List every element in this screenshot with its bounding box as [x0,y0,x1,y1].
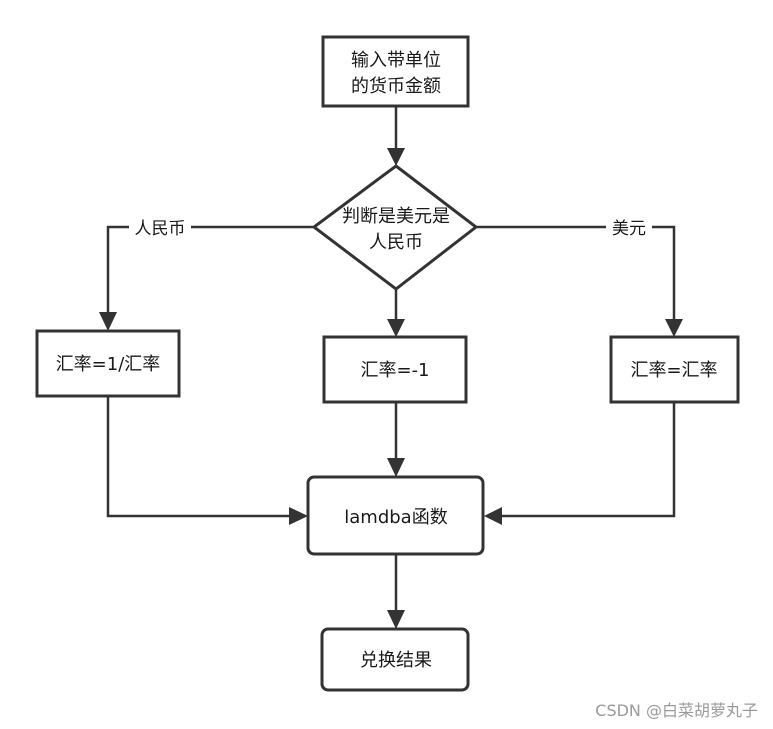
watermark: CSDN @白菜胡萝丸子 [595,701,758,720]
edge-label-rmb: 人民币 [135,219,186,239]
node-input-line-1: 输入带单位 [351,50,441,71]
arrowhead-left-box [99,312,117,331]
arrowhead-middle-box [387,319,405,337]
node-result: 兑换结果 [320,627,470,692]
edge-label-left: 人民币 [129,216,191,239]
node-rmb-rate: 汇率=1/汇率 [35,329,181,398]
edge-decision-to-left [106,225,314,316]
edge-decision-to-right [476,225,676,322]
node-decision-line-2: 人民币 [369,232,423,253]
node-result-text: 兑换结果 [360,650,432,671]
node-usd-rate: 汇率=汇率 [609,335,740,404]
edge-label-right: 美元 [606,216,652,239]
node-input: 输入带单位 的货币金额 [321,35,470,108]
node-middle-rate-text: 汇率=-1 [360,360,429,381]
edge-right-to-lambda [497,402,676,518]
node-lambda-text: lamdba函数 [344,507,447,528]
arrowhead-lambda-right [484,507,502,525]
node-decision: 判断是美元是 人民币 [311,164,479,291]
arrowhead-lambda-top [387,458,405,477]
node-decision-line-1: 判断是美元是 [342,206,450,227]
node-input-line-2: 的货币金额 [351,76,441,97]
arrowhead-lambda-left [289,507,308,525]
arrowhead-result [387,610,405,629]
node-usd-rate-text: 汇率=汇率 [630,360,717,381]
edge-left-to-lambda [106,396,293,518]
node-rmb-rate-text: 汇率=1/汇率 [56,354,161,375]
arrowhead-decision [387,148,405,166]
connectors [99,106,683,629]
arrowhead-right-box [665,319,683,337]
node-middle-rate: 汇率=-1 [322,335,468,404]
edge-label-usd: 美元 [612,219,646,239]
node-lambda: lamdba函数 [306,475,485,556]
